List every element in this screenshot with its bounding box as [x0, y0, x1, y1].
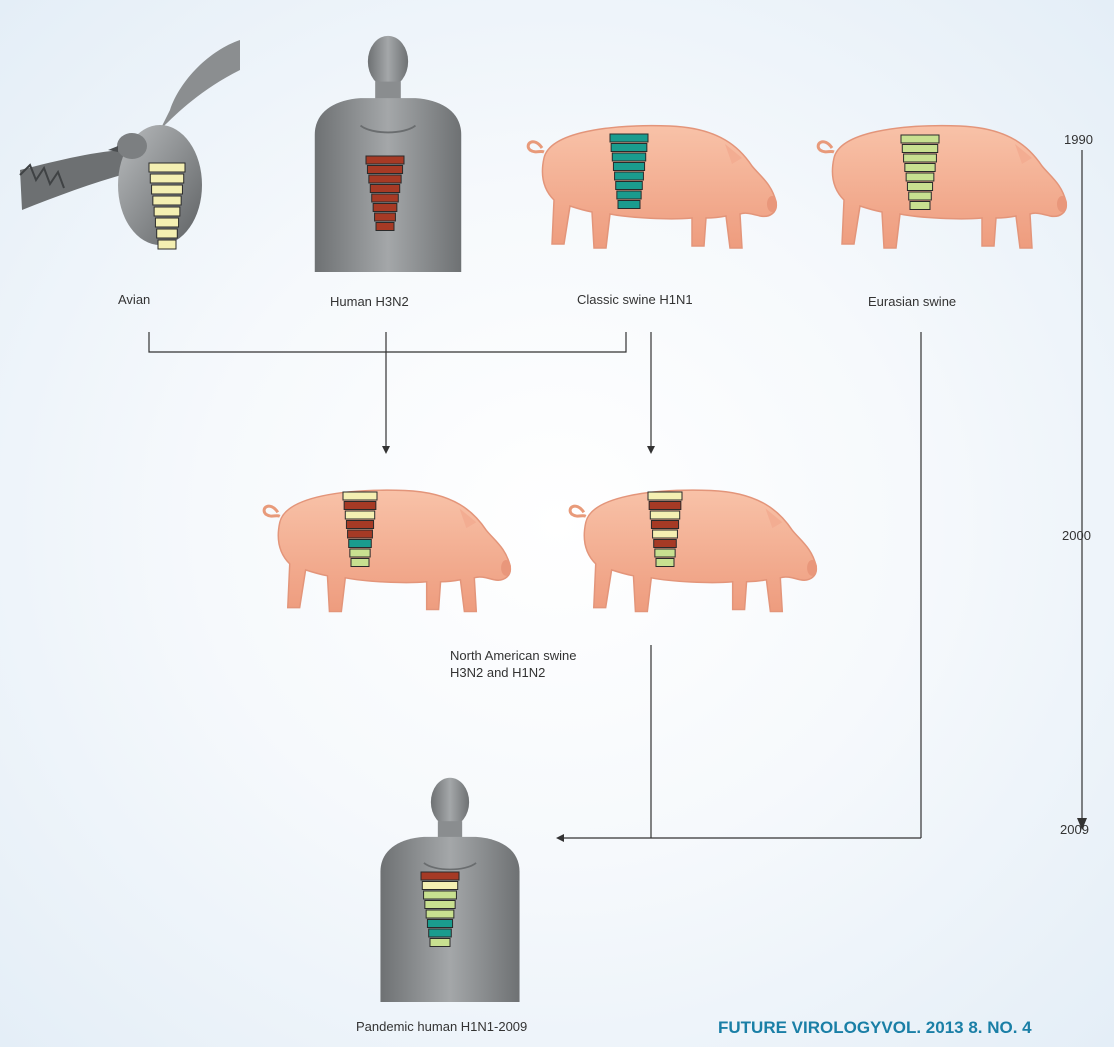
- lineage-connectors: [149, 150, 1082, 838]
- gene-segment-eurasian: [905, 164, 935, 172]
- gene-segment-classic: [429, 929, 452, 937]
- gene-segment-avian: [154, 207, 180, 216]
- gene-segment-human: [375, 213, 396, 221]
- north-american-pig-left: [264, 490, 511, 611]
- gene-segment-avian: [153, 196, 181, 205]
- timeline-2000: 2000: [1062, 528, 1091, 543]
- gene-segment-classic: [613, 163, 644, 171]
- gene-segment-eurasian: [909, 192, 932, 200]
- label-classic-swine: Classic swine H1N1: [577, 292, 693, 307]
- gene-segment-human: [372, 194, 399, 202]
- gene-segment-eurasian: [350, 549, 370, 557]
- label-eurasian-swine: Eurasian swine: [868, 294, 956, 309]
- gene-segment-avian: [150, 174, 183, 183]
- gene-segment-human: [651, 521, 678, 529]
- label-north-american-line1: North American swine: [450, 647, 576, 664]
- gene-segment-classic: [610, 134, 648, 142]
- human-h3n2-figure: [315, 36, 461, 272]
- gene-segment-avian: [343, 492, 377, 500]
- gene-segment-eurasian: [655, 549, 675, 557]
- gene-segment-avian: [653, 530, 678, 538]
- gene-segment-classic: [427, 920, 452, 928]
- gene-segment-eurasian: [426, 910, 454, 918]
- avian-human-classic-bracket: [149, 332, 626, 352]
- segment-stacks: [149, 134, 939, 947]
- gene-segment-eurasian: [351, 559, 369, 567]
- gene-segment-eurasian: [425, 901, 455, 909]
- gene-segment-classic: [611, 144, 647, 152]
- gene-segment-eurasian: [904, 154, 937, 162]
- gene-segment-eurasian: [907, 183, 932, 191]
- gene-segment-human: [649, 502, 681, 510]
- gene-segment-human: [370, 185, 399, 193]
- gene-segment-eurasian: [424, 891, 457, 899]
- label-human-h3n2: Human H3N2: [330, 294, 409, 309]
- gene-segment-avian: [650, 511, 679, 519]
- eurasian-swine-pig: [818, 126, 1067, 248]
- label-pandemic: Pandemic human H1N1-2009: [356, 1019, 527, 1034]
- gene-segment-human: [376, 223, 394, 231]
- gene-segment-human: [654, 540, 677, 548]
- gene-segment-classic: [616, 182, 643, 190]
- gene-segment-human: [369, 175, 401, 183]
- gene-segment-avian: [157, 229, 178, 238]
- gene-segment-human: [421, 872, 459, 880]
- gene-segment-human: [366, 156, 404, 164]
- gene-segment-human: [373, 204, 397, 212]
- gene-segment-classic: [349, 540, 372, 548]
- label-avian: Avian: [118, 292, 150, 307]
- gene-segment-eurasian: [910, 202, 930, 210]
- gene-segment-avian: [422, 882, 457, 890]
- gene-segment-eurasian: [901, 135, 939, 143]
- source-citation: FUTURE VIROLOGYVOL. 2013 8. NO. 4: [718, 1018, 1032, 1038]
- gene-segment-human: [346, 521, 373, 529]
- gene-segment-eurasian: [430, 939, 450, 947]
- gene-segment-human: [367, 166, 402, 174]
- gene-segment-avian: [158, 240, 176, 249]
- gene-segment-classic: [617, 191, 641, 199]
- timeline-1990: 1990: [1064, 132, 1093, 147]
- timeline-2009: 2009: [1060, 822, 1089, 837]
- avian-bird-illustration: [20, 40, 240, 245]
- label-north-american-line2: H3N2 and H1N2: [450, 664, 576, 681]
- gene-segment-classic: [612, 153, 645, 161]
- gene-segment-avian: [149, 163, 185, 172]
- gene-segment-eurasian: [902, 145, 937, 153]
- gene-segment-avian: [155, 218, 178, 227]
- gene-segment-avian: [345, 511, 374, 519]
- gene-segment-human: [344, 502, 376, 510]
- label-north-american-swine: North American swine H3N2 and H1N2: [450, 647, 576, 681]
- gene-segment-avian: [648, 492, 682, 500]
- gene-segment-eurasian: [906, 173, 934, 181]
- gene-segment-human: [348, 530, 373, 538]
- gene-segment-classic: [618, 201, 640, 209]
- gene-segment-eurasian: [656, 559, 674, 567]
- gene-segment-classic: [615, 172, 644, 180]
- north-american-pig-right: [570, 490, 817, 611]
- gene-segment-avian: [152, 185, 183, 194]
- classic-swine-pig: [528, 126, 777, 248]
